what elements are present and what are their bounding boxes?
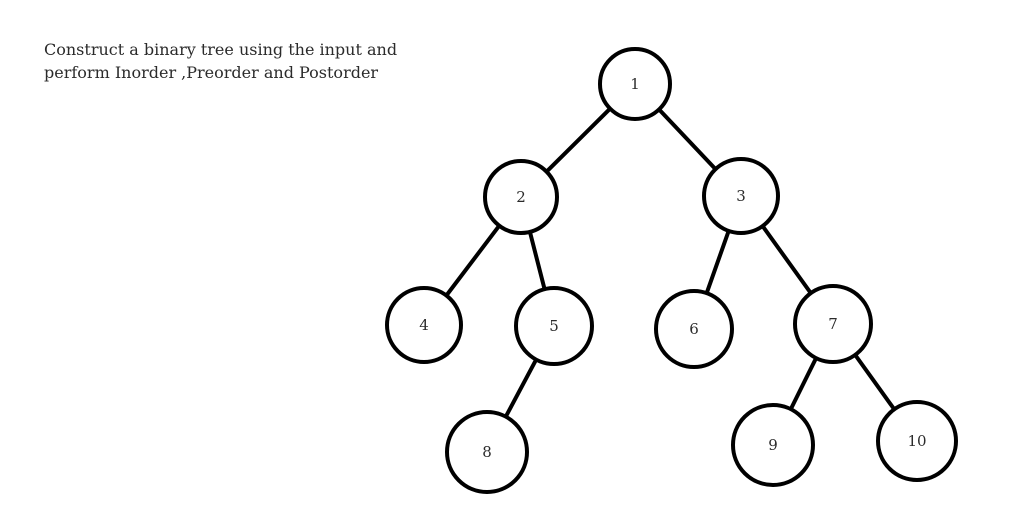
node-label: 7: [828, 315, 838, 333]
edge-2-4: [443, 222, 503, 300]
node-label: 4: [419, 316, 429, 334]
tree-node-8: 8: [445, 410, 529, 494]
node-label: 2: [516, 188, 526, 206]
tree-node-4: 4: [385, 286, 463, 364]
node-circle: [731, 403, 815, 487]
tree-nodes: 1 2 3 4 5 6 7 8 9 10: [385, 47, 958, 494]
tree-node-7: 7: [793, 284, 873, 364]
instruction-line-1: Construct a binary tree using the input …: [44, 40, 398, 59]
tree-node-9: 9: [731, 403, 815, 487]
node-label: 3: [736, 187, 746, 205]
node-circle: [793, 284, 873, 364]
tree-node-10: 10: [876, 400, 958, 482]
edge-5-8: [502, 355, 540, 421]
edge-3-7: [759, 222, 814, 297]
tree-node-2: 2: [483, 159, 559, 235]
edge-1-3: [655, 105, 719, 173]
tree-node-3: 3: [702, 157, 780, 235]
node-label: 1: [630, 75, 640, 93]
edge-2-5: [527, 227, 548, 294]
tree-node-5: 5: [514, 286, 594, 366]
node-label: 5: [549, 317, 559, 335]
node-label: 10: [907, 432, 926, 450]
tree-edges: [443, 105, 898, 421]
edge-7-10: [851, 351, 898, 413]
tree-node-1: 1: [598, 47, 672, 121]
edge-7-9: [787, 354, 820, 413]
tree-node-6: 6: [654, 289, 734, 369]
node-circle: [514, 286, 594, 366]
node-label: 8: [482, 443, 492, 461]
edge-3-6: [703, 227, 732, 298]
node-circle: [654, 289, 734, 369]
edge-1-2: [543, 105, 614, 176]
node-circle: [876, 400, 958, 482]
node-circle: [483, 159, 559, 235]
instruction-text: Construct a binary tree using the input …: [44, 38, 464, 84]
node-circle: [385, 286, 463, 364]
node-label: 6: [689, 320, 699, 338]
node-circle: [598, 47, 672, 121]
node-circle: [445, 410, 529, 494]
node-label: 9: [768, 436, 778, 454]
instruction-line-2: perform Inorder ,Preorder and Postorder: [44, 63, 379, 82]
node-circle: [702, 157, 780, 235]
